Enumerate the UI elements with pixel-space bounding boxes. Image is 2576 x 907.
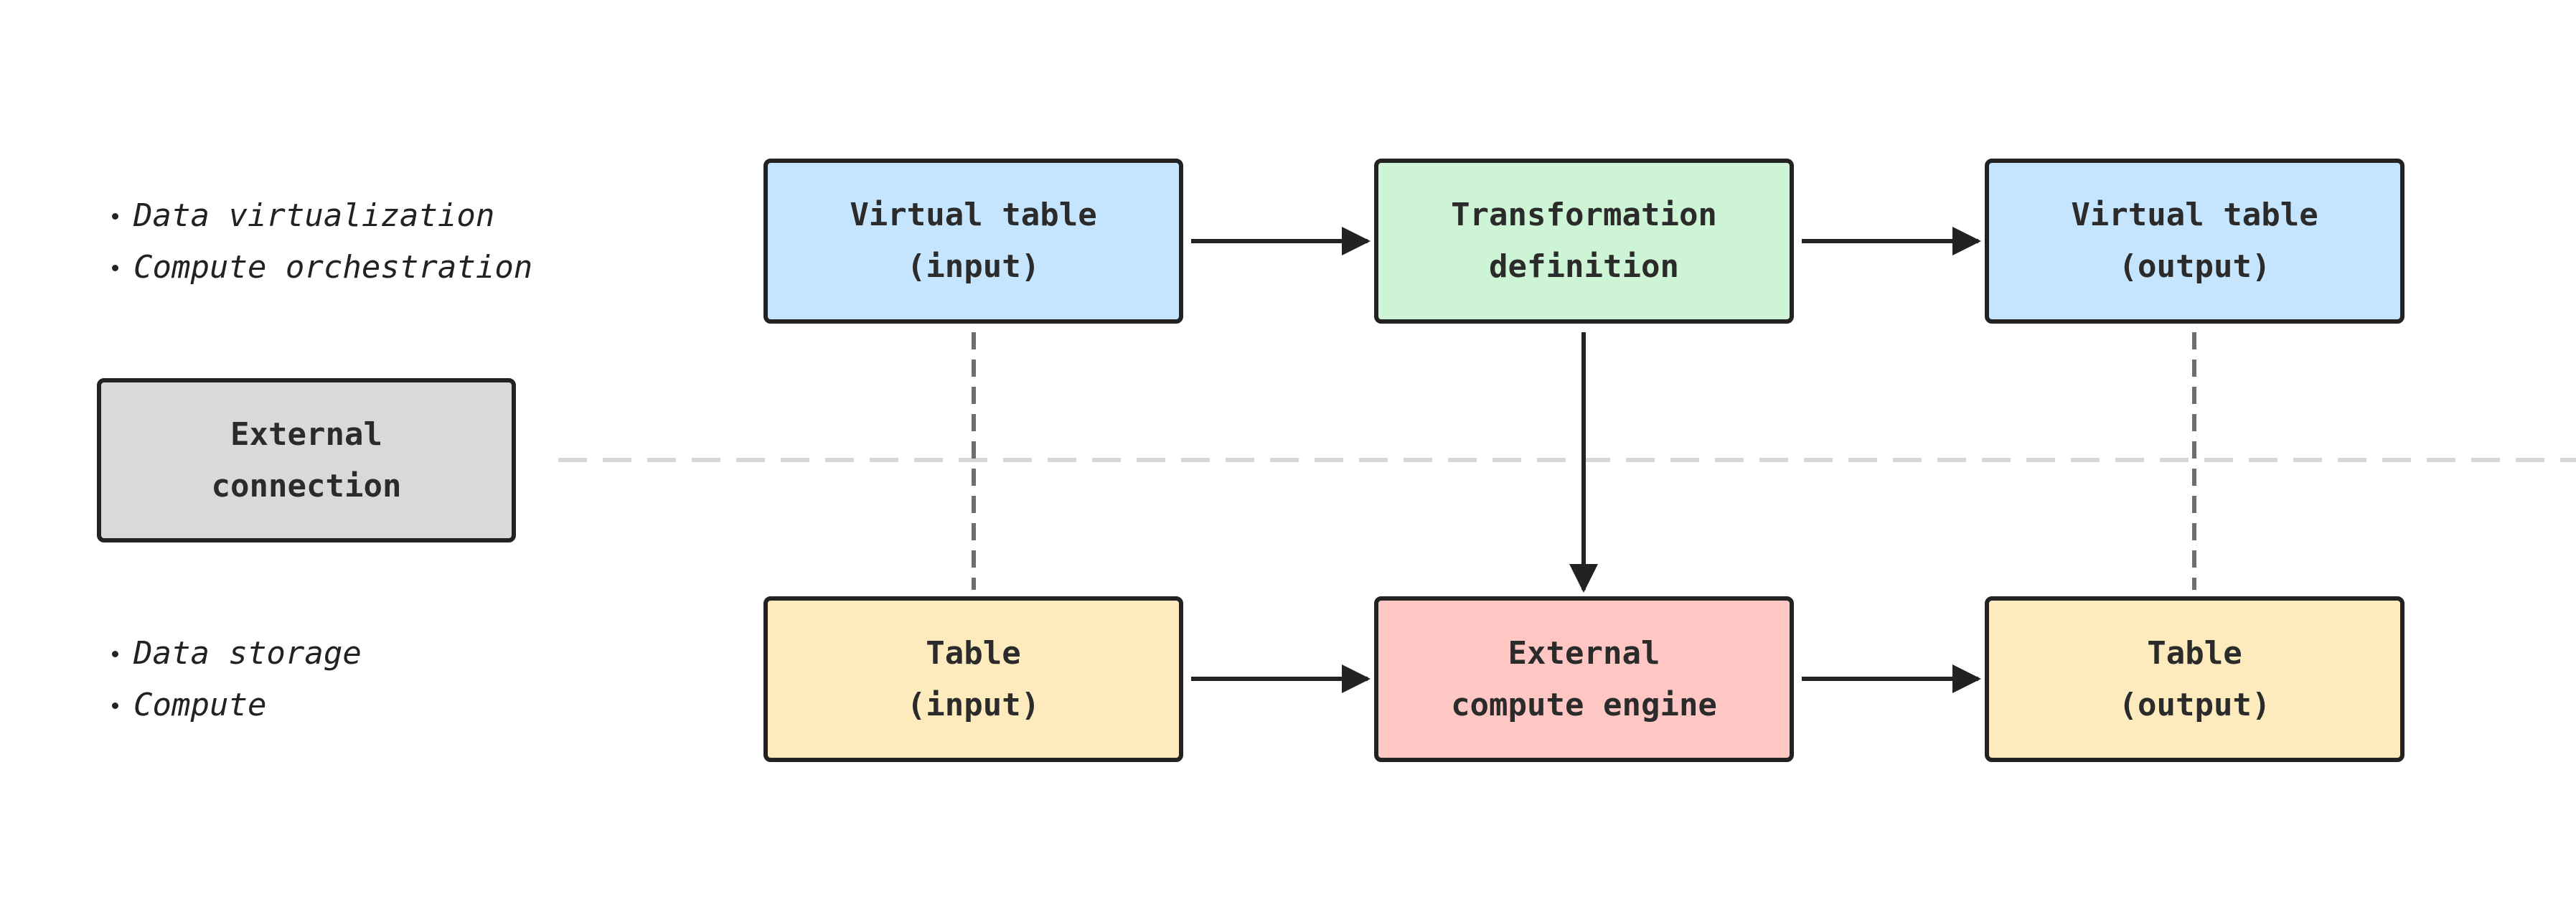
table-output-box: Table (output)	[1985, 596, 2405, 762]
table-output-label-line1: Table	[2147, 634, 2242, 672]
bottom-layer-bullet-item: Compute	[108, 680, 362, 731]
table-output-label-line2: (output)	[2118, 686, 2271, 723]
table-input-label-line1: Table	[926, 634, 1021, 672]
external-connection-label-line2: connection	[211, 467, 402, 504]
top-layer-bullet-item: Compute orchestration	[108, 242, 532, 293]
external-connection-label-line1: External	[230, 415, 382, 453]
virtual-table-output-box: Virtual table (output)	[1985, 159, 2405, 324]
virtual-table-output-label-line2: (output)	[2118, 248, 2271, 285]
table-input-box: Table (input)	[763, 596, 1183, 762]
virtual-table-input-label-line2: (input)	[906, 248, 1040, 285]
bottom-layer-bullet-list: Data storage Compute	[108, 628, 362, 731]
top-layer-bullet-item: Data virtualization	[108, 190, 532, 242]
top-layer-bullet-list: Data virtualization Compute orchestratio…	[108, 190, 532, 293]
virtual-table-input-label-line1: Virtual table	[850, 197, 1097, 233]
bottom-layer-bullet-item: Data storage	[108, 628, 362, 680]
external-compute-engine-box: External compute engine	[1374, 596, 1794, 762]
transformation-definition-label-line2: definition	[1489, 248, 1679, 285]
external-connection-box: External connection	[97, 378, 516, 542]
external-compute-engine-label-line1: External	[1508, 634, 1660, 672]
external-compute-engine-label-line2: compute engine	[1451, 686, 1717, 723]
table-input-label-line2: (input)	[906, 686, 1040, 723]
virtual-table-input-box: Virtual table (input)	[763, 159, 1183, 324]
transformation-definition-box: Transformation definition	[1374, 159, 1794, 324]
transformation-definition-label-line1: Transformation	[1451, 197, 1717, 233]
virtual-table-output-label-line1: Virtual table	[2071, 197, 2318, 233]
